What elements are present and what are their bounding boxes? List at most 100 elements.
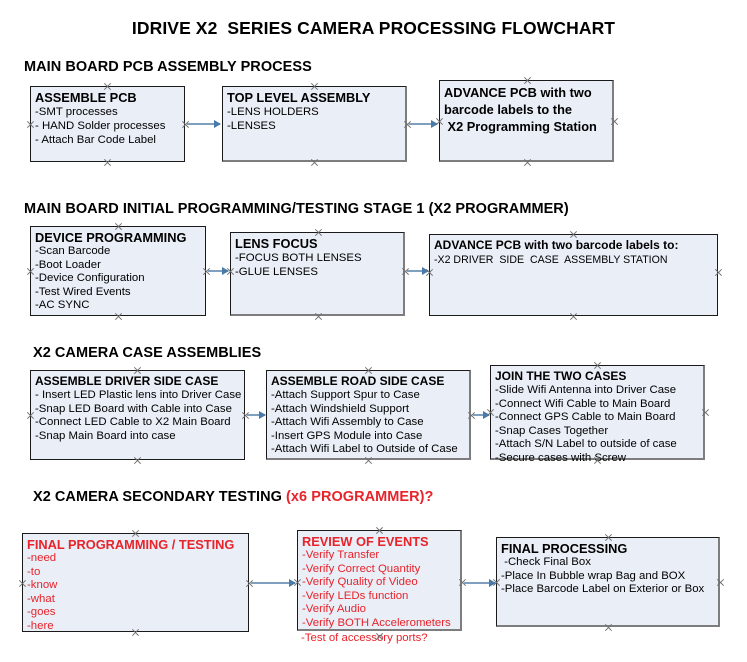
box-title: DEVICE PROGRAMMING xyxy=(35,230,187,245)
connection-handle-icon[interactable] xyxy=(716,578,725,587)
connection-handle-icon[interactable] xyxy=(114,222,123,231)
box-line: -Secure cases with Screw xyxy=(495,451,627,464)
section-heading-x2-camera-secondary-testing: X2 CAMERA SECONDARY TESTING (x6 PROGRAMM… xyxy=(33,489,433,505)
connection-handle-icon[interactable] xyxy=(26,267,35,276)
connection-handle-icon[interactable] xyxy=(523,158,532,167)
connection-handle-icon[interactable] xyxy=(26,120,35,129)
box-line: -Snap Cases Together xyxy=(495,424,609,437)
connection-handle-icon[interactable] xyxy=(114,312,123,321)
connection-handle-icon[interactable] xyxy=(364,366,373,375)
box-title: TOP LEVEL ASSEMBLY xyxy=(227,90,371,105)
box-line: -Verify Transfer xyxy=(302,549,380,561)
connection-handle-icon[interactable] xyxy=(425,268,434,277)
connection-handle-icon[interactable] xyxy=(714,268,723,277)
box-line: -LENS HOLDERS xyxy=(227,106,319,118)
connection-handle-icon[interactable] xyxy=(310,82,319,91)
box-final-programming-testing[interactable]: FINAL PROGRAMMING / TESTING -need -to -k… xyxy=(22,533,249,632)
box-device-programming[interactable]: DEVICE PROGRAMMING -Scan Barcode -Boot L… xyxy=(30,226,206,316)
box-overflow-line: -Test of accessory ports? xyxy=(301,632,428,644)
section-heading-text: X2 CAMERA SECONDARY TESTING xyxy=(33,489,287,505)
connection-handle-icon[interactable] xyxy=(133,366,142,375)
box-line: - HAND Solder processes xyxy=(35,120,166,133)
box-title: FINAL PROGRAMMING / TESTING xyxy=(27,537,235,552)
box-lens-focus[interactable]: LENS FOCUS -FOCUS BOTH LENSES -GLUE LENS… xyxy=(230,232,405,316)
connection-handle-icon[interactable] xyxy=(310,158,319,167)
connection-handle-icon[interactable] xyxy=(486,408,495,417)
box-title: REVIEW OF EVENTS xyxy=(302,534,429,549)
box-line: -Verify LEDs function xyxy=(302,589,409,602)
connection-handle-icon[interactable] xyxy=(18,579,27,588)
box-line: -Verify Quality of Video xyxy=(302,576,418,589)
box-line: -AC SYNC xyxy=(35,299,90,312)
box-join-the-two-cases[interactable]: JOIN THE TWO CASES -Slide Wifi Antenna i… xyxy=(490,365,705,464)
connection-handle-icon[interactable] xyxy=(569,312,578,321)
connection-handle-icon[interactable] xyxy=(364,456,373,465)
connection-handle-icon[interactable] xyxy=(701,408,710,417)
box-title: ASSEMBLE DRIVER SIDE CASE xyxy=(35,374,219,388)
box-top-level-assembly[interactable]: TOP LEVEL ASSEMBLY -LENS HOLDERS -LENSES xyxy=(222,86,407,162)
box-title: ASSEMBLE ROAD SIDE CASE xyxy=(271,374,445,388)
box-assemble-road-side-case[interactable]: ASSEMBLE ROAD SIDE CASE -Attach Support … xyxy=(266,370,471,460)
box-review-of-events[interactable]: REVIEW OF EVENTS -Verify Transfer -Verif… xyxy=(297,530,462,631)
connection-handle-icon[interactable] xyxy=(604,623,613,632)
arrow-assemble-pcb-to-top-level xyxy=(187,123,220,125)
box-advance-pcb-programming-station[interactable]: ADVANCE PCB with two barcode labels to t… xyxy=(439,80,614,162)
box-line: -LENSES xyxy=(227,120,276,133)
box-line: -Snap LED Board with Cable into Case xyxy=(35,402,232,415)
box-line: -Attach S/N Label to outside of case xyxy=(495,438,677,451)
connection-handle-icon[interactable] xyxy=(523,76,532,85)
box-line: -Connect GPS Cable to Main Board xyxy=(495,411,676,424)
box-advance-pcb-driver-side-station[interactable]: ADVANCE PCB with two barcode labels to: … xyxy=(429,234,718,316)
connection-handle-icon[interactable] xyxy=(26,411,35,420)
connection-handle-icon[interactable] xyxy=(293,578,302,587)
connection-handle-icon[interactable] xyxy=(375,526,384,535)
box-line: -Device Configuration xyxy=(35,272,145,285)
box-line: -SMT processes xyxy=(35,106,118,118)
connection-handle-icon[interactable] xyxy=(103,158,112,167)
box-line: -Attach Windshield Support xyxy=(271,402,410,415)
connection-handle-icon[interactable] xyxy=(569,230,578,239)
connection-handle-icon[interactable] xyxy=(103,82,112,91)
box-line: -FOCUS BOTH LENSES xyxy=(235,252,362,264)
box-line: -Verify Audio xyxy=(302,603,366,616)
box-line: -Verify Correct Quantity xyxy=(302,562,421,575)
connection-handle-icon[interactable] xyxy=(435,117,444,126)
box-line: -Attach Support Spur to Case xyxy=(271,389,420,401)
box-title: ADVANCE PCB with two barcode labels to: xyxy=(434,238,679,252)
connection-handle-icon[interactable] xyxy=(593,361,602,370)
box-line: -Test Wired Events xyxy=(35,285,131,298)
connection-handle-icon[interactable] xyxy=(375,632,384,641)
section-heading-main-board-initial-programming: MAIN BOARD INITIAL PROGRAMMING/TESTING S… xyxy=(24,201,569,217)
box-assemble-driver-side-case[interactable]: ASSEMBLE DRIVER SIDE CASE - Insert LED P… xyxy=(30,370,245,460)
box-line: -Scan Barcode xyxy=(35,245,111,257)
box-line: -Slide Wifi Antenna into Driver Case xyxy=(495,384,677,396)
box-line: -here xyxy=(27,619,54,632)
arrow-top-level-to-advance-pcb xyxy=(409,123,437,125)
section-heading-main-board-pcb-assembly: MAIN BOARD PCB ASSEMBLY PROCESS xyxy=(24,59,312,75)
box-line: -Attach Wifi Label to Outside of Case xyxy=(271,443,458,456)
connection-handle-icon[interactable] xyxy=(610,117,619,126)
box-line: -what xyxy=(27,592,55,605)
box-line: -goes xyxy=(27,606,56,619)
box-title: ADVANCE PCB with two barcode labels to t… xyxy=(444,85,597,134)
connection-handle-icon[interactable] xyxy=(593,456,602,465)
box-line: -Place In Bubble wrap Bag and BOX xyxy=(501,569,686,582)
connection-handle-icon[interactable] xyxy=(314,312,323,321)
arrow-review-events-to-final-processing xyxy=(464,582,495,584)
section-heading-x2-camera-case-assemblies: X2 CAMERA CASE ASSEMBLIES xyxy=(33,345,262,361)
box-line: -GLUE LENSES xyxy=(235,266,318,279)
connection-handle-icon[interactable] xyxy=(314,228,323,237)
box-line: -Attach Wifi Assembly to Case xyxy=(271,416,424,429)
connection-handle-icon[interactable] xyxy=(492,578,501,587)
connection-handle-icon[interactable] xyxy=(131,628,140,637)
connection-handle-icon[interactable] xyxy=(133,456,142,465)
section-heading-accent: (x6 PROGRAMMER)? xyxy=(286,489,434,505)
connection-handle-icon[interactable] xyxy=(131,529,140,538)
box-final-processing[interactable]: FINAL PROCESSING -Check Final Box -Place… xyxy=(496,537,720,627)
connection-handle-icon[interactable] xyxy=(604,533,613,542)
box-assemble-pcb[interactable]: ASSEMBLE PCB -SMT processes - HAND Solde… xyxy=(30,86,185,162)
arrow-driver-case-to-road-case xyxy=(247,414,265,416)
connection-handle-icon[interactable] xyxy=(226,267,235,276)
box-line: -need xyxy=(27,552,57,564)
